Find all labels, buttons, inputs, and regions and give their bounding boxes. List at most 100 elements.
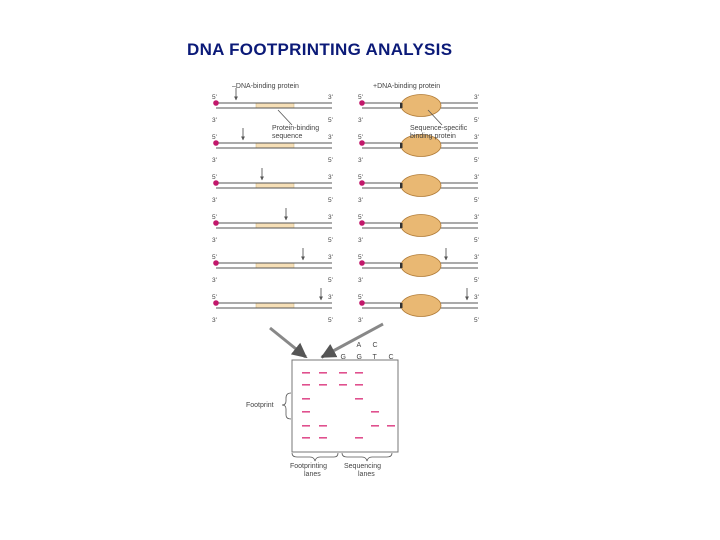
- binding-sequence-box: [256, 303, 294, 308]
- end-label-dot: [359, 100, 365, 106]
- binding-sequence-box: [256, 103, 294, 108]
- five-prime-label: 5': [474, 317, 479, 324]
- five-prime-label: 5': [212, 214, 217, 221]
- lane-label: +: [321, 354, 325, 361]
- three-prime-label: 3': [474, 94, 479, 101]
- lane-top-label: C: [373, 342, 378, 349]
- five-prime-label: 5': [212, 134, 217, 141]
- right-annotation-line1: Sequence-specific: [410, 125, 468, 132]
- gel-band: [355, 437, 363, 439]
- end-label-dot: [359, 220, 365, 226]
- footprint-brace: [282, 393, 291, 419]
- gel-band: [302, 437, 310, 439]
- five-prime-label: 5': [358, 94, 363, 101]
- five-prime-label: 5': [358, 134, 363, 141]
- three-prime-label: 3': [212, 317, 217, 324]
- dna-binding-protein: [401, 95, 441, 117]
- five-prime-label: 5': [474, 117, 479, 124]
- protein-contact-mark: [400, 183, 403, 188]
- five-prime-label: 5': [328, 237, 333, 244]
- sequencing-lanes-brace: [342, 453, 392, 461]
- five-prime-label: 5': [328, 197, 333, 204]
- binding-sequence-box: [256, 223, 294, 228]
- three-prime-label: 3': [328, 214, 333, 221]
- lane-label: –: [304, 354, 308, 361]
- end-label-dot: [213, 260, 219, 266]
- gel-band: [302, 372, 310, 374]
- gel-band: [339, 372, 347, 374]
- protein-contact-mark: [400, 223, 403, 228]
- three-prime-label: 3': [474, 254, 479, 261]
- three-prime-label: 3': [474, 134, 479, 141]
- three-prime-label: 3': [328, 174, 333, 181]
- gel-band: [339, 384, 347, 386]
- end-label-dot: [359, 180, 365, 186]
- left-annotation-line2: sequence: [272, 133, 302, 140]
- end-label-dot: [359, 260, 365, 266]
- sequencing-lanes-label-line1: Sequencing: [344, 463, 381, 470]
- five-prime-label: 5': [328, 317, 333, 324]
- footprint-label: Footprint: [246, 402, 274, 409]
- gel-band: [387, 425, 395, 427]
- lane-top-label: A: [357, 342, 362, 349]
- five-prime-label: 5': [358, 214, 363, 221]
- five-prime-label: 5': [474, 197, 479, 204]
- three-prime-label: 3': [212, 237, 217, 244]
- gel-band: [371, 411, 379, 413]
- five-prime-label: 5': [328, 157, 333, 164]
- three-prime-label: 3': [212, 197, 217, 204]
- three-prime-label: 3': [328, 134, 333, 141]
- three-prime-label: 3': [328, 294, 333, 301]
- three-prime-label: 3': [358, 117, 363, 124]
- three-prime-label: 3': [212, 277, 217, 284]
- five-prime-label: 5': [328, 277, 333, 284]
- three-prime-label: 3': [212, 117, 217, 124]
- annotation-leader-left: [278, 110, 292, 125]
- lane-label: C: [389, 354, 394, 361]
- end-label-dot: [359, 300, 365, 306]
- left-panel-title: –DNA-binding protein: [232, 83, 299, 90]
- protein-contact-mark: [400, 143, 403, 148]
- dna-binding-protein: [401, 175, 441, 197]
- three-prime-label: 3': [474, 174, 479, 181]
- lane-label: T: [373, 354, 378, 361]
- five-prime-label: 5': [358, 254, 363, 261]
- three-prime-label: 3': [212, 157, 217, 164]
- dna-binding-protein: [401, 255, 441, 277]
- five-prime-label: 5': [474, 277, 479, 284]
- three-prime-label: 3': [358, 197, 363, 204]
- gel-band: [302, 398, 310, 400]
- three-prime-label: 3': [358, 277, 363, 284]
- three-prime-label: 3': [358, 317, 363, 324]
- left-annotation-line1: Protein-binding: [272, 125, 319, 132]
- five-prime-label: 5': [358, 174, 363, 181]
- five-prime-label: 5': [212, 94, 217, 101]
- three-prime-label: 3': [474, 294, 479, 301]
- end-label-dot: [213, 300, 219, 306]
- gel-band: [319, 437, 327, 439]
- binding-sequence-box: [256, 143, 294, 148]
- five-prime-label: 5': [358, 294, 363, 301]
- end-label-dot: [213, 100, 219, 106]
- protein-contact-mark: [400, 263, 403, 268]
- five-prime-label: 5': [474, 237, 479, 244]
- three-prime-label: 3': [328, 254, 333, 261]
- five-prime-label: 5': [474, 157, 479, 164]
- right-panel-title: +DNA-binding protein: [373, 83, 440, 90]
- dna-binding-protein: [401, 215, 441, 237]
- right-annotation-line2: binding protein: [410, 133, 456, 140]
- gel-band: [355, 398, 363, 400]
- lane-label: G: [357, 354, 362, 361]
- gel-band: [371, 425, 379, 427]
- end-label-dot: [213, 220, 219, 226]
- arrow-to-minus-lane: [270, 328, 306, 357]
- gel-band: [319, 425, 327, 427]
- gel-band: [319, 372, 327, 374]
- sequencing-lanes-label-line2: lanes: [358, 471, 375, 478]
- end-label-dot: [359, 140, 365, 146]
- protein-contact-mark: [400, 303, 403, 308]
- gel-band: [355, 372, 363, 374]
- three-prime-label: 3': [358, 157, 363, 164]
